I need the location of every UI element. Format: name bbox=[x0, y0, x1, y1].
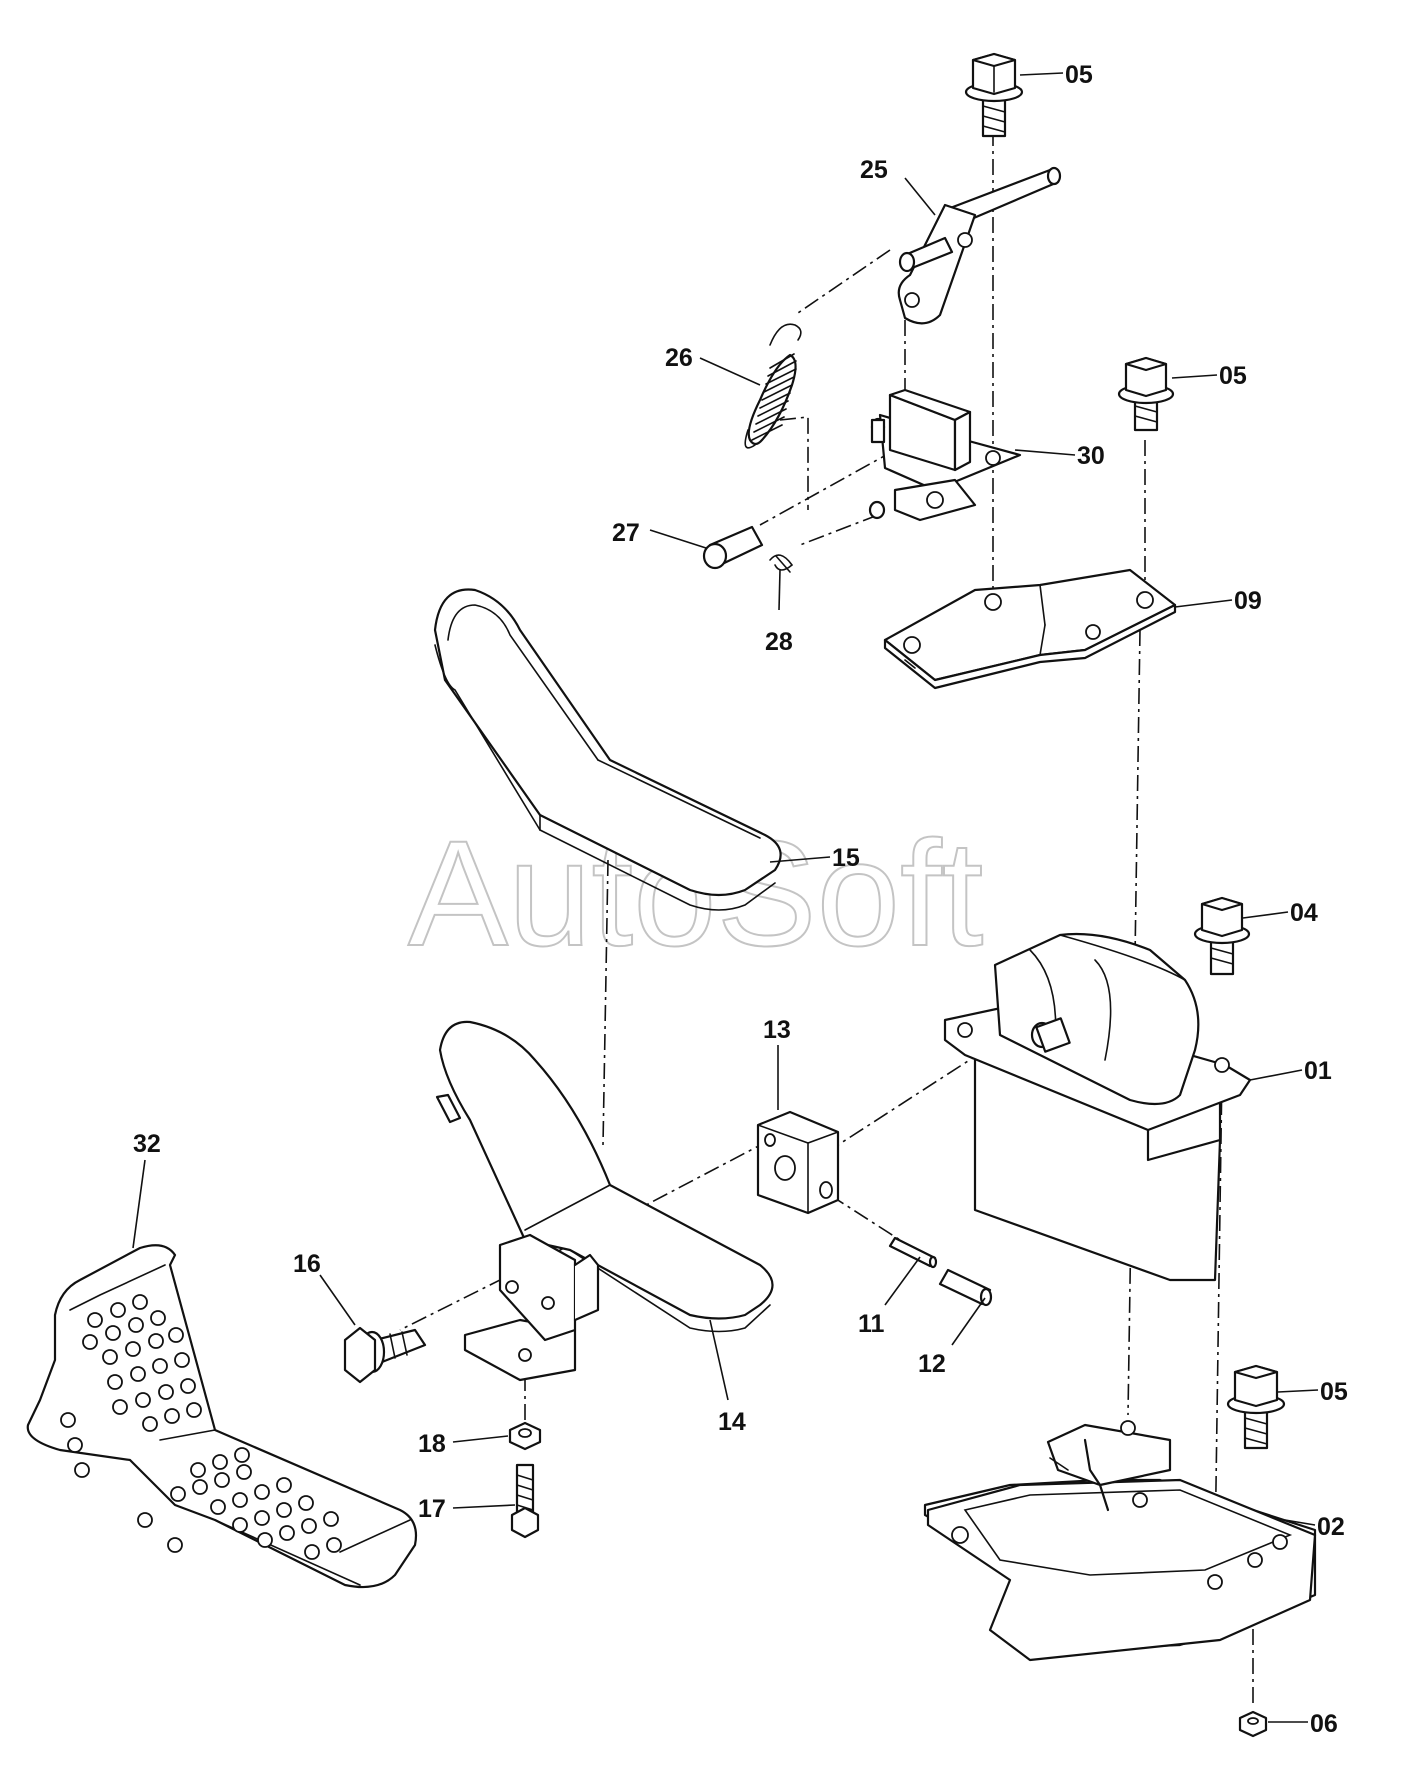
bolt-04 bbox=[1193, 896, 1251, 976]
callout-13: 13 bbox=[763, 1016, 791, 1044]
callout-labels: 05 25 26 30 05 27 28 09 15 04 13 01 32 1… bbox=[133, 61, 1348, 1738]
callout-05-lower: 05 bbox=[1320, 1378, 1348, 1406]
callout-32: 32 bbox=[133, 1130, 161, 1158]
callout-16: 16 bbox=[293, 1250, 321, 1278]
spring-26 bbox=[744, 323, 802, 449]
bolt-05-middle bbox=[1117, 356, 1175, 432]
nut-18 bbox=[508, 1421, 542, 1451]
lever-arm-25 bbox=[897, 166, 1062, 325]
callout-05-top: 05 bbox=[1065, 61, 1093, 89]
callout-26: 26 bbox=[665, 344, 693, 372]
callout-18: 18 bbox=[418, 1430, 446, 1458]
bolt-05-lower bbox=[1226, 1364, 1286, 1450]
callout-14: 14 bbox=[718, 1408, 746, 1436]
block-13 bbox=[756, 1110, 840, 1215]
callout-12: 12 bbox=[918, 1350, 946, 1378]
pedal-pad-15 bbox=[433, 588, 782, 911]
callout-01: 01 bbox=[1304, 1057, 1332, 1085]
pin-27 bbox=[702, 525, 764, 570]
callout-11: 11 bbox=[858, 1310, 885, 1338]
plate-09 bbox=[883, 568, 1177, 690]
clip-28 bbox=[769, 554, 794, 573]
callout-02: 02 bbox=[1317, 1513, 1345, 1541]
pedal-14 bbox=[435, 1020, 774, 1382]
callout-25: 25 bbox=[860, 156, 888, 184]
bolt-05-top bbox=[964, 52, 1024, 138]
bolt-17 bbox=[510, 1463, 540, 1539]
pin-11 bbox=[888, 1236, 938, 1269]
callout-05-middle: 05 bbox=[1219, 362, 1247, 390]
callout-28: 28 bbox=[765, 628, 793, 656]
bolt-16 bbox=[343, 1326, 427, 1384]
callout-09: 09 bbox=[1234, 587, 1262, 615]
callout-27: 27 bbox=[612, 519, 640, 547]
plate-02 bbox=[923, 1420, 1317, 1662]
pedal-studs bbox=[60, 1294, 342, 1560]
leader-lines bbox=[132, 72, 1319, 1723]
bracket-30 bbox=[868, 388, 1022, 522]
callout-17: 17 bbox=[418, 1495, 446, 1523]
callout-30: 30 bbox=[1077, 442, 1105, 470]
callout-04: 04 bbox=[1290, 899, 1318, 927]
box-01 bbox=[943, 932, 1252, 1282]
pin-12 bbox=[938, 1268, 993, 1307]
callout-15: 15 bbox=[832, 844, 860, 872]
pedal-32 bbox=[26, 1244, 418, 1589]
nut-06 bbox=[1238, 1710, 1268, 1738]
callout-06: 06 bbox=[1310, 1710, 1338, 1738]
